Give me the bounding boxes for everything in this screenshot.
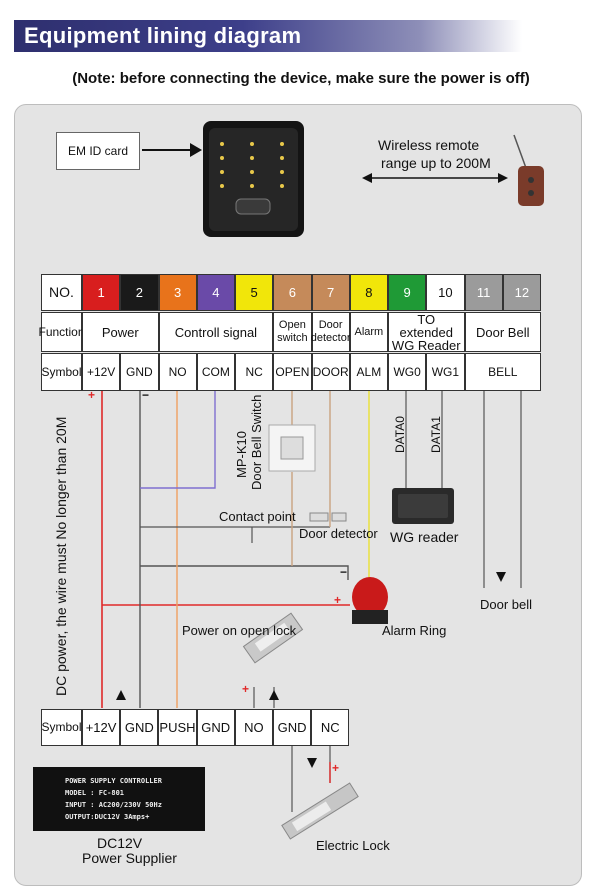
wg-reader-device bbox=[392, 488, 454, 524]
terminal-number-cell: 11 bbox=[464, 274, 503, 311]
wireless-arrow-right-icon bbox=[498, 173, 508, 183]
function-cell: Power bbox=[82, 312, 159, 352]
function-header-cell: Function bbox=[38, 312, 85, 352]
symbol-cell: COM bbox=[196, 353, 235, 391]
terminal-number-cell: 3 bbox=[158, 274, 197, 311]
terminal-number-cell: 9 bbox=[388, 274, 427, 311]
elock-plus-sign: + bbox=[332, 761, 340, 775]
safety-note: (Note: before connecting the device, mak… bbox=[72, 70, 530, 87]
title-banner: Equipment lining diagram bbox=[14, 20, 522, 52]
supply-symbol-cell: NC bbox=[311, 709, 350, 746]
symbol-cell: NC bbox=[235, 353, 274, 391]
com-signal-wire bbox=[140, 391, 216, 489]
alarm-ring-label: Alarm Ring bbox=[382, 623, 447, 638]
power-positive-wire bbox=[101, 391, 350, 708]
supply-symbol-cell: GND bbox=[273, 709, 312, 746]
switch-name-label: Door Bell Switch bbox=[249, 394, 264, 490]
symbol-cell: BELL bbox=[464, 353, 541, 391]
switch-model-label: MP-K10 bbox=[234, 431, 249, 478]
psc-line-2: MODEL : FC-801 bbox=[65, 789, 125, 797]
bell-arrow-icon bbox=[496, 572, 506, 582]
function-cell: Controll signal bbox=[158, 312, 274, 352]
supply-symbol-cell: +12V bbox=[82, 709, 121, 746]
wireless-remote-device bbox=[513, 134, 544, 206]
power-on-open-lock-device bbox=[242, 612, 304, 664]
terminal-number-cell: 6 bbox=[273, 274, 312, 311]
minus-sign: − bbox=[142, 388, 150, 402]
contact-point-wire bbox=[140, 526, 330, 543]
access-reader-device bbox=[203, 121, 304, 237]
supply-symbol-cell: GND bbox=[196, 709, 235, 746]
wireless-label-line2: range up to 200M bbox=[381, 155, 491, 171]
terminal-number-cell: 2 bbox=[120, 274, 159, 311]
bell-wires bbox=[483, 391, 522, 588]
function-cell: Alarm bbox=[349, 312, 388, 352]
contact-point-label: Contact point bbox=[219, 509, 296, 524]
function-cell: Door Bell bbox=[464, 312, 541, 352]
wg-reader-label: WG reader bbox=[390, 529, 459, 545]
terminal-number-cell: 8 bbox=[349, 274, 388, 311]
terminal-number-cell: 4 bbox=[196, 274, 235, 311]
terminal-number-cell: 10 bbox=[426, 274, 465, 311]
door-detector-label: Door detector bbox=[299, 526, 378, 541]
symbol-cell: DOOR bbox=[311, 353, 350, 391]
door-detector-device bbox=[309, 512, 347, 522]
psc-line-4: OUTPUT:DUC12V 3Amps+ bbox=[65, 813, 150, 821]
plus-sign: + bbox=[88, 388, 96, 402]
supply-symbol-cell: PUSH bbox=[158, 709, 197, 746]
power-on-open-lock-label: Power on open lock bbox=[182, 623, 297, 638]
alarm-ring-device bbox=[352, 577, 388, 624]
ground-wire bbox=[139, 391, 349, 708]
symbol-cell: WG1 bbox=[426, 353, 465, 391]
electric-lock-device bbox=[281, 782, 359, 840]
symbol-cell: GND bbox=[120, 353, 159, 391]
terminal-number-cell: 1 bbox=[82, 274, 121, 311]
door-bell-label: Door bell bbox=[480, 597, 533, 612]
terminal-number-cell: 7 bbox=[311, 274, 350, 311]
em-id-card-label: EM ID card bbox=[67, 143, 128, 158]
lock-plus-sign: + bbox=[242, 682, 250, 696]
terminal-number-cell: 5 bbox=[235, 274, 274, 311]
data1-label: DATA1 bbox=[429, 416, 443, 453]
alarm-minus-sign: − bbox=[340, 565, 348, 579]
page-title: Equipment lining diagram bbox=[24, 23, 302, 48]
gnd-up-arrow-icon bbox=[116, 690, 126, 700]
symbol-cell: +12V bbox=[82, 353, 121, 391]
dc-power-note: DC power, the wire must No longer than 2… bbox=[53, 416, 69, 696]
supply-symbol-cell: NO bbox=[234, 709, 273, 746]
psc-line-3: INPUT : AC200/230V 50Hz bbox=[65, 801, 162, 809]
supply-symbol-header-cell: Symbol bbox=[41, 709, 82, 746]
function-cell: Door detector bbox=[311, 312, 351, 352]
symbol-cell: WG0 bbox=[388, 353, 427, 391]
alarm-plus-sign: + bbox=[334, 593, 342, 607]
power-supply-caption-1: DC12V bbox=[97, 835, 143, 851]
data0-label: DATA0 bbox=[393, 416, 407, 453]
symbol-header-cell: Symbol bbox=[41, 353, 82, 391]
power-supply-controller: POWER SUPPLY CONTROLLER MODEL : FC-801 I… bbox=[33, 767, 205, 831]
electric-lock-label: Electric Lock bbox=[316, 838, 390, 853]
function-cell: TO extended WG Reader bbox=[388, 312, 465, 352]
function-cell: Open switch bbox=[273, 312, 312, 352]
symbol-cell: OPEN bbox=[273, 353, 312, 391]
terminal-number-cell: 12 bbox=[502, 274, 541, 311]
symbol-cell: NO bbox=[158, 353, 197, 391]
psc-line-1: POWER SUPPLY CONTROLLER bbox=[65, 777, 162, 785]
power-supply-caption-2: Power Supplier bbox=[82, 850, 177, 866]
no-header-cell: NO. bbox=[41, 274, 82, 311]
em-id-card-box: EM ID card bbox=[56, 132, 140, 170]
symbol-cell: ALM bbox=[349, 353, 388, 391]
card-arrow-icon bbox=[190, 143, 202, 157]
supply-symbol-cell: GND bbox=[120, 709, 159, 746]
door-bell-switch-device bbox=[268, 424, 316, 472]
wireless-label-line1: Wireless remote bbox=[378, 137, 480, 153]
wireless-arrow-left-icon bbox=[362, 173, 372, 183]
